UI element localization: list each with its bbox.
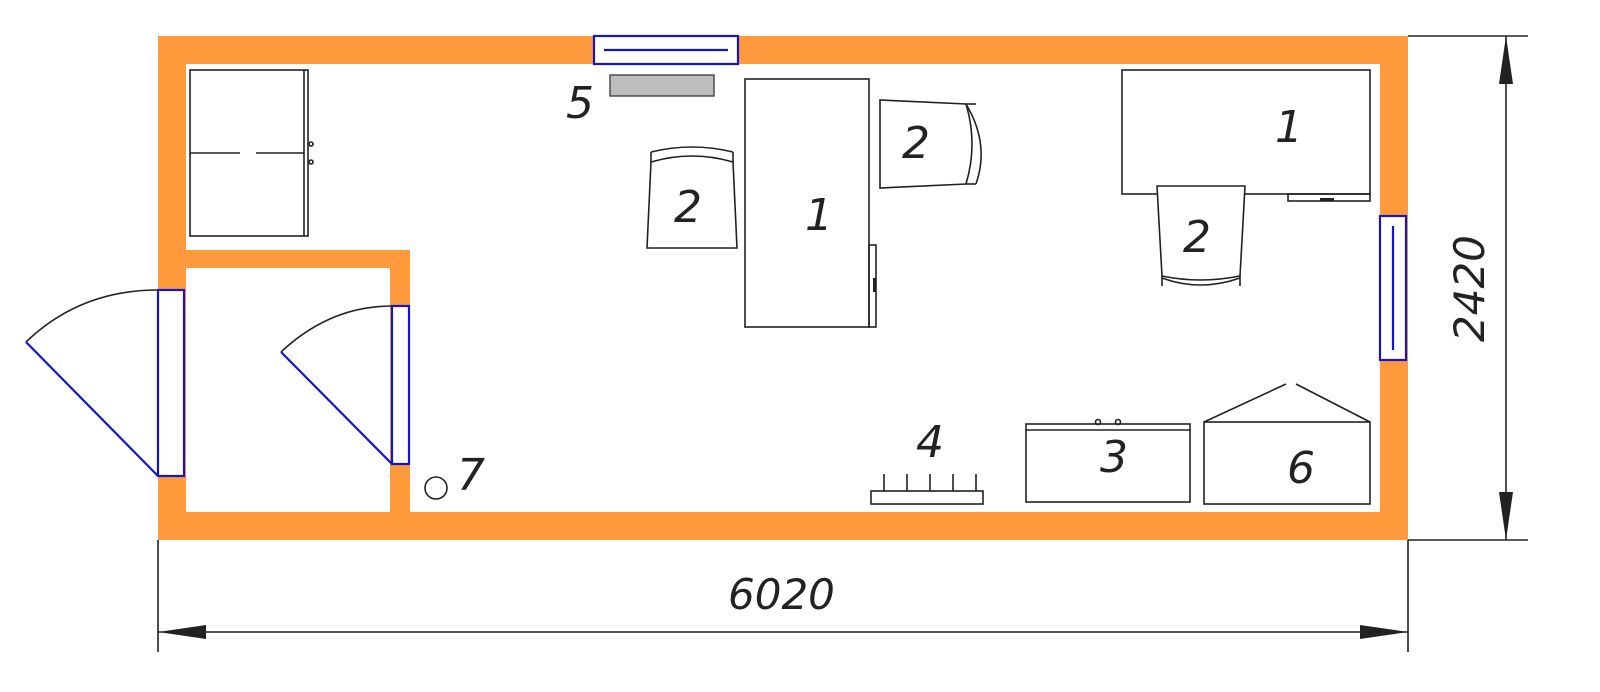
outer-walls (158, 36, 1408, 540)
cabinet (1203, 383, 1371, 505)
window-top (592, 34, 740, 66)
width-dimension (157, 540, 1409, 652)
chair-right (1156, 185, 1246, 286)
label-desk-right: 1 (1275, 102, 1303, 153)
label-chair-left: 2 (674, 182, 702, 233)
label-chair-right: 2 (1183, 212, 1211, 263)
label-heater: 4 (916, 417, 944, 468)
interior-door (280, 304, 411, 466)
partition-walls (186, 250, 410, 512)
ac-unit (609, 74, 715, 97)
wardrobe (189, 69, 314, 237)
label-ac-unit: 5 (566, 78, 594, 129)
label-pipe: 7 (457, 450, 485, 501)
label-fridge: 3 (1100, 432, 1128, 483)
pipe (424, 476, 448, 500)
chair-left (646, 146, 738, 249)
width-dimension-label: 6020 (728, 570, 835, 619)
height-dimension (1408, 35, 1528, 541)
chair-top (879, 99, 982, 189)
window-right (1378, 214, 1408, 362)
fridge (1025, 418, 1191, 503)
desk-center (744, 78, 877, 328)
heater (870, 474, 984, 505)
desk-right (1121, 69, 1371, 202)
label-cabinet: 6 (1287, 443, 1315, 494)
label-desk-center: 1 (805, 190, 833, 241)
height-dimension-label: 2420 (1445, 235, 1494, 342)
label-chair-top: 2 (902, 118, 930, 169)
entrance-door (25, 288, 186, 478)
